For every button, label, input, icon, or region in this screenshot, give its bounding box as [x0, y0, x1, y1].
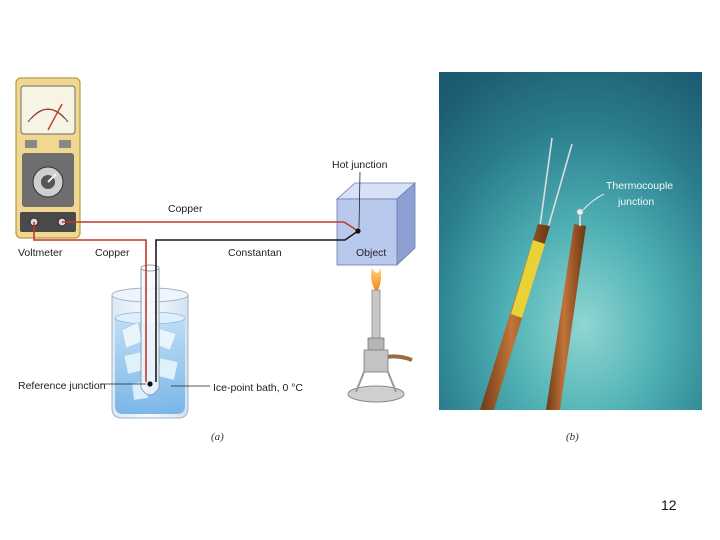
- label-voltmeter: Voltmeter: [18, 247, 63, 259]
- label-ice-point-bath: Ice-point bath, 0 °C: [213, 382, 303, 394]
- ice-bath-beaker: [111, 264, 189, 419]
- page-number: 12: [661, 497, 677, 513]
- label-reference-junction: Reference junction: [18, 380, 106, 392]
- voltmeter-illustration: [15, 77, 81, 239]
- copper-wire-bottom: [33, 222, 147, 382]
- object-block: [335, 182, 417, 266]
- thermocouple-wires: [33, 171, 361, 387]
- label-hot-junction: Hot junction: [332, 159, 388, 171]
- hot-junction-point: [355, 228, 361, 234]
- thermocouple-photo: Thermocouple junction (b): [439, 72, 702, 443]
- label-thermocouple-junction: Thermocouple junction: [606, 180, 676, 208]
- caption-b: (b): [566, 431, 579, 443]
- caption-a: (a): [211, 431, 224, 443]
- label-constantan: Constantan: [228, 247, 282, 259]
- constantan-wire: [155, 230, 359, 382]
- copper-wire-top: [62, 221, 359, 232]
- junction-bead-icon: [576, 208, 584, 216]
- label-copper-bottom: Copper: [95, 247, 130, 259]
- label-copper-top: Copper: [168, 203, 203, 215]
- label-object: Object: [356, 247, 386, 259]
- bunsen-burner-illustration: [347, 268, 413, 403]
- reference-junction-point: [147, 381, 153, 387]
- thermocouple-diagram: Hot junction Copper Voltmeter Copper Con…: [15, 77, 417, 443]
